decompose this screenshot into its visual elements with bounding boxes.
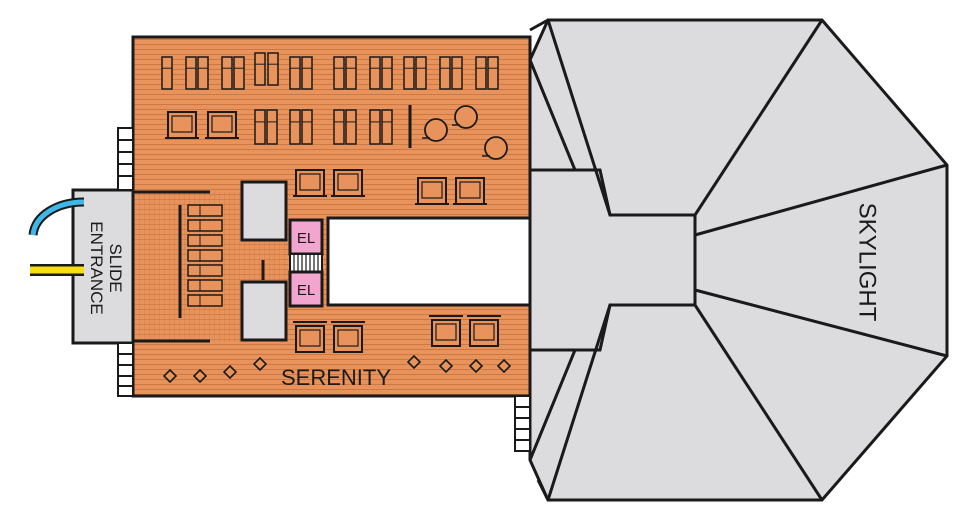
sun-lounger <box>185 56 197 90</box>
armchair <box>205 111 239 139</box>
sun-lounger <box>266 109 278 145</box>
armchair <box>293 169 327 197</box>
room-lower <box>240 280 288 342</box>
stairs-right-bottom <box>514 395 531 452</box>
elevator-top-label: EL <box>297 230 315 247</box>
chair-group <box>165 111 501 353</box>
sun-lounger <box>187 249 223 262</box>
sun-lounger <box>415 56 427 90</box>
sun-lounger <box>369 109 381 145</box>
sun-lounger <box>221 56 233 90</box>
diamond-planter <box>406 354 422 370</box>
sun-lounger <box>187 234 223 247</box>
sun-lounger <box>289 109 301 145</box>
round-table <box>422 118 448 142</box>
room-upper <box>240 180 288 242</box>
sun-lounger <box>333 56 345 90</box>
stairs-left-top <box>117 127 134 191</box>
serenity-label: SERENITY <box>281 365 391 390</box>
planter-group <box>162 354 512 384</box>
diamond-planter <box>438 358 454 374</box>
skylight-label: SKYLIGHT <box>854 203 881 322</box>
sun-lounger <box>403 56 415 90</box>
sun-lounger <box>487 56 499 90</box>
round-table <box>482 136 508 160</box>
stairs-left-bottom <box>117 342 134 397</box>
armchair <box>293 321 327 353</box>
armchair <box>467 315 501 347</box>
sun-lounger <box>187 294 223 307</box>
sun-lounger <box>381 109 393 145</box>
sun-lounger <box>289 56 301 90</box>
sun-lounger <box>254 52 266 86</box>
diamond-planter <box>192 368 208 384</box>
elevators: EL EL <box>288 218 324 308</box>
inner-walls <box>133 190 265 343</box>
sun-lounger <box>345 56 357 90</box>
sun-lounger <box>301 56 313 90</box>
diamond-planter <box>162 368 178 384</box>
armchair <box>415 177 449 205</box>
sun-lounger <box>451 56 463 90</box>
sun-lounger <box>345 109 357 145</box>
armchair <box>331 169 365 197</box>
armchair <box>165 111 199 139</box>
armchair <box>331 321 365 353</box>
lounger-group <box>161 52 499 318</box>
sun-lounger <box>187 279 223 292</box>
sun-lounger <box>267 52 279 86</box>
diamond-planter <box>496 358 512 374</box>
slide-entrance-label-line2: ENTRANCE <box>87 221 106 315</box>
sun-lounger <box>439 56 451 90</box>
diamond-planter <box>468 358 484 374</box>
sun-lounger <box>333 109 345 145</box>
diamond-planter <box>222 364 238 380</box>
sun-lounger <box>475 56 487 90</box>
table-group <box>422 105 508 160</box>
sun-lounger <box>381 56 393 90</box>
armchair <box>429 315 463 347</box>
sun-lounger <box>187 204 223 217</box>
sun-lounger <box>254 109 266 145</box>
stairs <box>117 127 531 452</box>
sun-lounger <box>197 56 209 90</box>
sun-lounger <box>233 56 245 90</box>
round-table <box>452 105 478 129</box>
armchair <box>453 177 487 205</box>
slide-entrance-label-line1: SLIDE <box>106 243 125 292</box>
sun-lounger <box>369 56 381 90</box>
diamond-planter <box>252 356 268 372</box>
sun-lounger <box>187 219 223 232</box>
sun-lounger <box>301 109 313 145</box>
sun-lounger <box>187 264 223 277</box>
skylight-panels <box>528 18 948 501</box>
slide-entrance-area: SLIDE ENTRANCE <box>28 188 135 345</box>
elevator-bottom-label: EL <box>297 282 315 299</box>
elevator-bottom <box>288 270 324 308</box>
skylight-structure <box>528 18 949 502</box>
sun-lounger <box>161 56 173 90</box>
